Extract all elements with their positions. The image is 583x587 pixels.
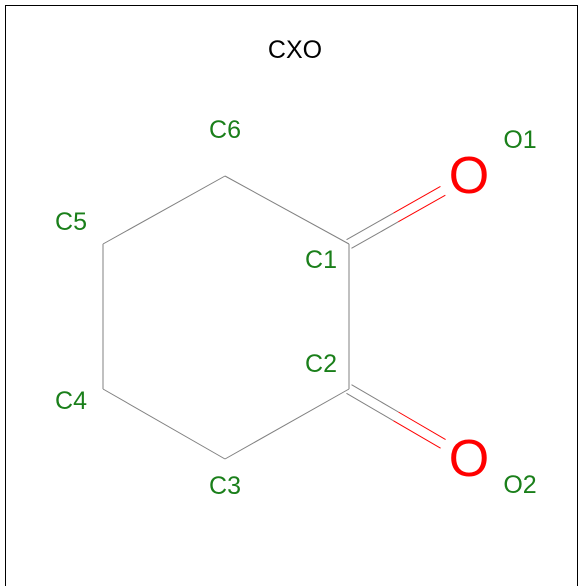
atom-label-o1: O1 (503, 126, 536, 154)
atom-symbol-o1: O (449, 147, 489, 205)
atom-label-c2: C2 (305, 350, 337, 378)
atom-label-c6: C6 (209, 116, 241, 144)
bond-c3-c4 (102, 388, 226, 460)
atom-label-c5: C5 (55, 208, 87, 236)
atom-label-c1: C1 (305, 246, 337, 274)
bond-c6-c1 (224, 175, 350, 245)
atom-label-o2: O2 (503, 471, 536, 499)
bond-c2-o2-line2-a (351, 384, 399, 413)
bond-c2-o2-line1-a (346, 392, 394, 422)
molecule-title: CXO (268, 36, 322, 64)
bond-c2-o2-line1-b (393, 420, 441, 449)
atom-label-c3: C3 (209, 472, 241, 500)
bond-c5-c6 (102, 175, 226, 245)
bonds-group (102, 175, 446, 460)
bond-c2-o2-line2-b (398, 411, 446, 440)
bond-c1-o1-line2-b (393, 186, 441, 214)
atom-label-c4: C4 (55, 387, 87, 415)
atom-symbol-o2: O (449, 430, 489, 488)
bond-c1-o1-line1-b (398, 194, 446, 223)
bond-c1-o1-line2-a (346, 212, 394, 241)
bond-c1-o1-line1-a (351, 221, 399, 249)
bond-c2-c3 (224, 388, 350, 460)
